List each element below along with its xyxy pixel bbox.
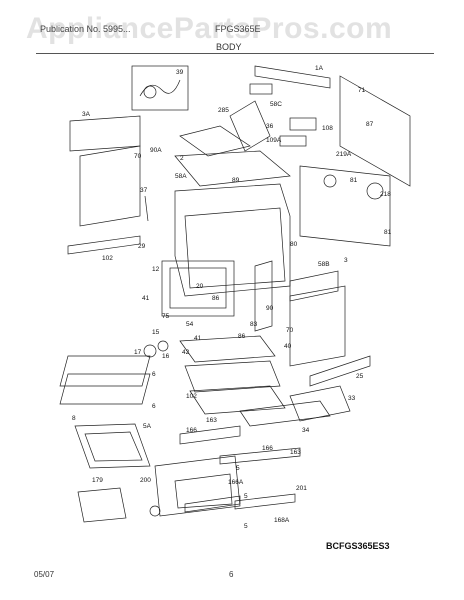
callout-58c: 58C — [270, 101, 282, 108]
callout-6: 6 — [152, 403, 156, 410]
callout-6: 6 — [152, 371, 156, 378]
callout-86: 86 — [212, 295, 220, 302]
callout-33: 33 — [348, 395, 356, 402]
footer-date: 05/07 — [34, 570, 55, 579]
callout-15: 15 — [152, 329, 160, 336]
page-header: AppliancePartsPros.com Publication No. 5… — [0, 0, 464, 56]
callout-218: 218 — [380, 191, 391, 198]
part-6-rack-bottom — [59, 373, 151, 405]
callout-81: 81 — [384, 229, 392, 236]
callout-37: 37 — [140, 187, 148, 194]
part-36 — [229, 100, 271, 152]
callout-5a: 5A — [143, 423, 152, 430]
callout-42: 42 — [182, 349, 190, 356]
callout-58b: 58B — [318, 261, 330, 268]
part-200-drawer — [154, 455, 241, 517]
footer-page-number: 6 — [229, 570, 234, 579]
callout-90: 90 — [266, 305, 274, 312]
callout-200: 200 — [140, 477, 151, 484]
callout-166: 166 — [186, 427, 197, 434]
part-219a — [299, 165, 391, 247]
callout-80: 80 — [290, 241, 298, 248]
callout-40: 40 — [284, 343, 292, 350]
part-102-left — [67, 235, 141, 255]
callout-25: 25 — [356, 373, 364, 380]
header-rule — [36, 53, 434, 54]
callout-5: 5 — [236, 465, 240, 472]
part-1a — [254, 65, 331, 89]
callout-75: 75 — [162, 313, 170, 320]
callout-34: 34 — [302, 427, 310, 434]
callout-41: 41 — [142, 295, 150, 302]
callout-109a: 109A — [266, 137, 282, 144]
callout-81: 81 — [350, 177, 358, 184]
part-39-box — [131, 65, 189, 111]
callout-8: 8 — [72, 415, 76, 422]
part-71 — [339, 75, 411, 187]
diagram-artwork: 1A393A712853658C10887109A7090A258A89219A… — [59, 65, 411, 530]
callout-labels: 1A393A712853658C10887109A7090A258A89219A… — [72, 65, 392, 530]
callout-5: 5 — [244, 493, 248, 500]
callout-163: 163 — [206, 417, 217, 424]
callout-102: 102 — [102, 255, 113, 262]
callout-168a: 168A — [274, 517, 290, 524]
callout-108: 108 — [322, 125, 333, 132]
part-70-right — [289, 285, 346, 367]
callout-41: 41 — [194, 335, 202, 342]
part-285 — [179, 125, 251, 157]
callout-29: 29 — [138, 243, 146, 250]
callout-285: 285 — [218, 107, 229, 114]
part-179 — [77, 487, 127, 523]
callout-71: 71 — [358, 87, 366, 94]
part-70-left — [79, 145, 141, 227]
watermark: AppliancePartsPros.com — [26, 12, 393, 45]
callout-20: 20 — [196, 283, 204, 290]
callout-179: 179 — [92, 477, 103, 484]
part-6-rack-top — [59, 355, 151, 387]
diagram-code: BCFGS365ES3 — [326, 541, 390, 551]
callout-87: 87 — [366, 121, 374, 128]
callout-166: 166 — [262, 445, 273, 452]
callout-3a: 3A — [82, 111, 91, 118]
callout-163: 163 — [290, 449, 301, 456]
callout-16: 16 — [162, 353, 170, 360]
section-title: BODY — [216, 42, 242, 52]
callout-3: 3 — [344, 257, 348, 264]
callout-86: 86 — [238, 333, 246, 340]
callout-219a: 219A — [336, 151, 352, 158]
callout-2: 2 — [180, 155, 184, 162]
callout-70: 70 — [134, 153, 142, 160]
callout-166a: 166A — [228, 479, 244, 486]
callout-39: 39 — [176, 69, 184, 76]
part-2 — [174, 150, 291, 187]
part-42 — [179, 335, 276, 363]
callout-89: 89 — [232, 177, 240, 184]
part-3a — [69, 115, 141, 152]
callout-201: 201 — [296, 485, 307, 492]
part-8-pan — [74, 423, 151, 469]
callout-90a: 90A — [150, 147, 162, 154]
callout-102: 102 — [186, 393, 197, 400]
callout-58a: 58A — [175, 173, 187, 180]
callout-5: 5 — [244, 523, 248, 530]
callout-12: 12 — [152, 266, 160, 273]
callout-54: 54 — [186, 321, 194, 328]
oven-body — [174, 183, 291, 297]
callout-36: 36 — [266, 123, 274, 130]
callout-1a: 1A — [315, 65, 324, 72]
model-number: FPGS365E — [215, 24, 261, 34]
callout-70: 70 — [286, 327, 294, 334]
part-20-frame — [161, 260, 235, 317]
publication-number: Publication No. 5995... — [40, 24, 131, 34]
callout-17: 17 — [134, 349, 142, 356]
callout-83: 83 — [250, 321, 258, 328]
